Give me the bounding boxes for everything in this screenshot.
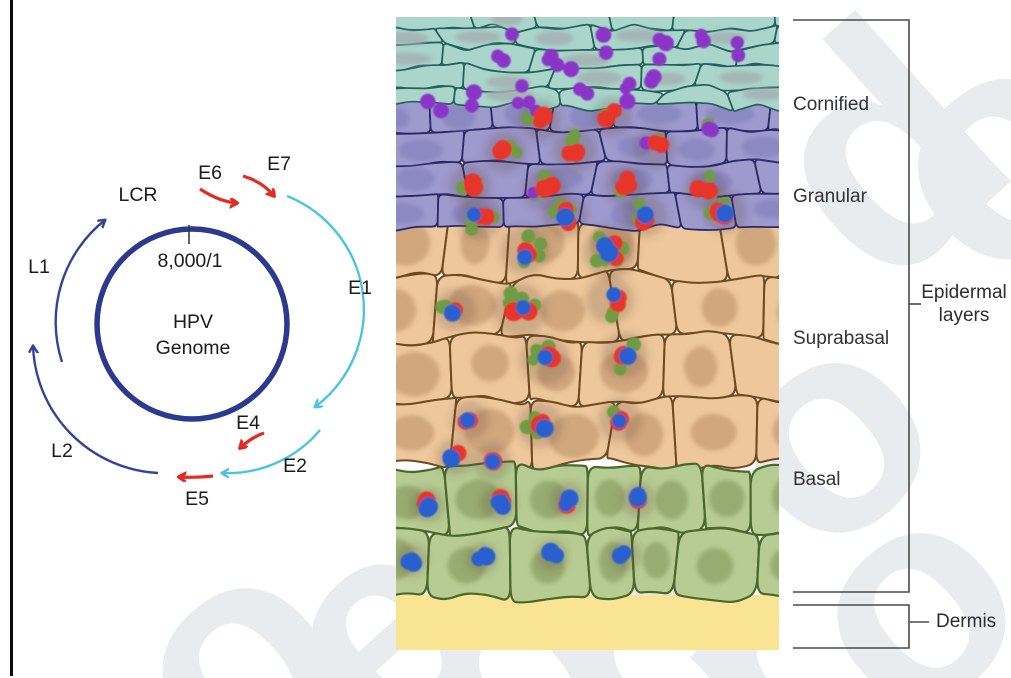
layer-label-cornified: Cornified <box>793 94 870 115</box>
gene-label-LCR: LCR <box>118 184 157 206</box>
genome-position-label: 8,000/1 <box>157 250 222 272</box>
late-gene-L2-arc <box>33 346 159 475</box>
virus-dots <box>400 27 746 572</box>
late-gene-L1-arc <box>54 220 105 363</box>
epithelium-illustration <box>396 17 779 650</box>
layer-label-suprabasal: Suprabasal <box>793 328 890 349</box>
epidermal-layers-label-line1: Epidermal <box>921 282 1007 303</box>
dermis-label: Dermis <box>936 611 997 632</box>
dermis-band <box>396 595 779 650</box>
layer-label-basal: Basal <box>793 469 841 490</box>
page-left-border <box>10 0 13 676</box>
gene-label-E4: E4 <box>236 412 260 434</box>
gene-label-E7: E7 <box>267 153 291 175</box>
gene-arrow-E5 <box>179 476 214 477</box>
genome-center-label-line2: Genome <box>156 337 231 359</box>
gene-label-L1: L1 <box>28 256 50 278</box>
gene-label-E6: E6 <box>198 162 222 184</box>
epidermal-layers-label: Epidermal layers <box>914 282 1011 328</box>
gene-arrow-E6 <box>199 187 237 203</box>
genome-center-label-line1: HPV <box>173 311 213 333</box>
dermis-bracket <box>793 604 910 649</box>
layer-label-granular: Granular <box>793 186 867 207</box>
early-genes-arc-2 <box>222 429 321 473</box>
gene-arrow-E4 <box>240 431 265 448</box>
gene-label-E1: E1 <box>348 277 372 299</box>
gene-label-L2: L2 <box>51 440 73 462</box>
gene-label-E5: E5 <box>185 488 209 510</box>
epidermal-bracket <box>793 19 910 593</box>
gene-label-E2: E2 <box>283 455 307 477</box>
genome-circle <box>94 226 290 422</box>
early-genes-arc-1 <box>286 194 366 407</box>
gene-arrow-E7 <box>242 174 274 196</box>
epidermal-layers-label-line2: layers <box>938 304 990 326</box>
